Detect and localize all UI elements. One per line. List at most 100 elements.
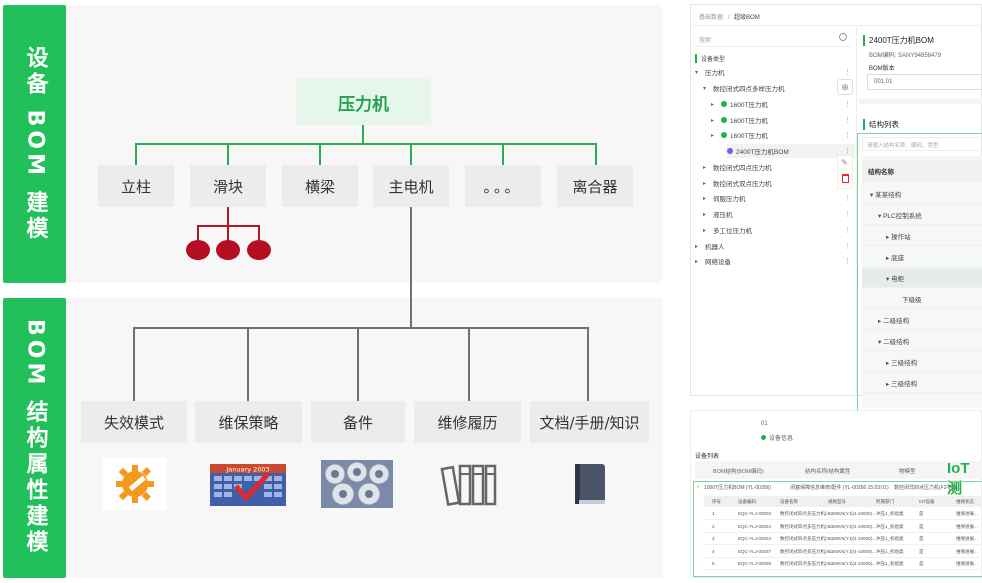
struct-row[interactable]: ▸ 底座 [862,247,982,267]
tree-panel: 搜索 设备类型 ▾压力机⋮ ▾数控闭式四点多样压力机 ▸1600T压力机⋮ ▸1… [691,27,857,397]
search-icon[interactable] [839,33,847,41]
tree-item[interactable]: ▸数控闭式双点压力机 [703,180,772,189]
tree-item[interactable]: ▸1600T压力机⋮ [711,101,851,109]
table-cell: 数控闭式四点多压力机(A... [780,523,834,529]
breadcrumb: 基础数据 / 超级BOM [699,15,760,21]
device-table-highlight: › 1000T压力机BOM (YL-00356) 闭塞保障信息维修/配件 (YL… [693,481,982,577]
group-row[interactable]: › 1000T压力机BOM (YL-00356) 闭塞保障信息维修/配件 (YL… [697,484,956,491]
struct-row[interactable]: ▸ 三级结构 [862,352,982,372]
struct-row[interactable]: 下级级 [862,289,982,309]
bom-version-label: BOM版本 [869,66,895,72]
table-cell: 4 [712,548,715,554]
root-node: 压力机 [296,79,431,125]
struct-row[interactable]: ▸ 三级结构 [862,373,982,393]
connector [133,327,588,329]
binders-icon [436,458,500,510]
table-row[interactable]: 3 EQC-YLJ-00034 数控闭式四点多压力机(A...1000KN(YJ)(… [704,533,982,545]
table-cell: 1 [712,511,715,516]
tree-item[interactable]: ▸1600T压力机⋮ [711,117,851,125]
table-header-bar: BOM结构(BOM编码) 结构名称/结构属性 物模型 IoT测 [695,460,982,497]
bom-code: BOM编码: SANY94858479 [869,53,942,59]
connector [319,143,321,165]
connector [362,125,364,144]
bom-version-select[interactable]: 001.01 [867,74,982,90]
struct-header: 结构名称 [862,160,982,182]
tree-item[interactable]: ▸伺服压力机⋮ [703,195,851,203]
spare-parts-icon [321,458,393,510]
tree-item[interactable]: ▸1600T压力机⋮ [711,132,851,140]
col-header: 结构名称/结构属性 [805,469,851,475]
tree-item[interactable]: ▾压力机⋮ [695,69,851,77]
bom-version-value: 001.01 [874,79,893,85]
part-node: 横梁 [282,165,358,207]
tree-item-selected[interactable]: 2400T压力机BOM⋮ [727,144,855,158]
tree-section-title: 设备类型 [695,54,725,63]
table-cell: 维保进展... [956,523,978,529]
tree-item[interactable]: ▾数控闭式四点多样压力机 [703,85,785,94]
table-cell: 3 [712,536,715,541]
device-info-radio[interactable]: 设备信息 [761,433,793,442]
table-cell: 数控闭式四点多压力机(A... [780,511,834,516]
struct-row[interactable]: ▾ PLC控制系统 [862,205,982,225]
radio-icon [761,435,766,440]
table-cell: 5 [712,561,715,566]
table-cell: 冲压1_机组类 [876,561,904,566]
connector [133,327,135,401]
divider [691,25,981,26]
table-cell: 数控闭式四点多压力机(A... [780,536,834,541]
search-input[interactable]: 搜索 [695,31,851,47]
struct-row[interactable]: ▸ 二级结构 [862,310,982,330]
table-cell: 冲压1_机组类 [876,511,904,516]
delete-icon[interactable] [842,174,849,183]
table-cell: EQC-YLJ-00024 [738,523,772,529]
part-node: 。。。 [465,165,541,207]
table-cell: 冲压1_机组类 [876,548,904,554]
connector [247,327,249,401]
top-value: 01 [761,421,768,427]
col-header: 物模型 [899,469,916,475]
attribute-node: 备件 [311,401,405,443]
struct-search-input[interactable]: 请输入结构名称、编码、类型 [862,137,982,151]
action-popup: ✎ [837,155,853,189]
band-bom-structure: BOM 结构属性建模 [3,298,66,578]
connector [135,143,137,165]
tree-item[interactable]: ▸网络设备⋮ [695,258,851,266]
table-cell: EQC-YLJ-00034 [738,536,772,541]
device-list-screenshot: 01 设备信息 设备列表 BOM结构(BOM编码) 结构名称/结构属性 物模型 … [690,410,982,578]
tree-item[interactable]: ▸多工位压力机⋮ [703,227,851,235]
table-cell: 是 [919,511,924,516]
col-header: BOM结构(BOM编码) [713,469,764,475]
table-cell: 1000KN(YJ)(4-10000)... [828,511,876,516]
band-bom-modeling: 设备 BOM 建模 [3,5,66,283]
attribute-node: 维保策略 [195,401,302,443]
sub-part-dot [216,240,240,260]
table-row[interactable]: 5 EQC-YLJ-00038 数控闭式四点多压力机(A...1000KN(YJ)(… [704,558,982,570]
part-node: 滑块 [190,165,266,207]
table-cell: 1000KN(YJ)(4-10000)... [828,561,876,566]
table-cell: EQC-YLJ-00038 [738,561,772,566]
tree-item[interactable]: ▸液压机⋮ [703,211,851,219]
tree-item[interactable]: ▸机器人⋮ [695,243,851,251]
bom-screenshot: 基础数据 / 超级BOM 搜索 设备类型 ▾压力机⋮ ▾数控闭式四点多样压力机 … [690,4,982,411]
edit-icon[interactable]: ✎ [841,158,848,167]
struct-row[interactable]: ▸ 操作站 [862,226,982,246]
connector [410,143,412,165]
struct-row[interactable]: ▾ 电柜 [862,268,982,288]
table-cell: 数控闭式四点多压力机(A... [780,548,834,554]
table-cell: 数控闭式四点多压力机(A... [780,561,834,566]
tree-item[interactable]: ▸数控闭式四点压力机 [703,164,772,173]
detail-panel: 2400T压力机BOM BOM编码: SANY94858479 BOM版本 00… [857,27,982,411]
svg-text:January 2003: January 2003 [225,466,269,474]
table-cell: 1000KN(YJ)(4-10000)... [828,536,876,541]
struct-row[interactable]: ▾ 二级结构 [862,331,982,351]
add-circle-icon[interactable]: ⊕ [837,79,853,95]
struct-search-placeholder: 请输入结构名称、编码、类型 [867,143,939,149]
struct-row[interactable]: ▾ 某某结构 [862,184,982,204]
calendar-check-icon: January 2003 [208,458,288,510]
part-node: 立柱 [98,165,174,207]
part-node: 离合器 [557,165,633,207]
